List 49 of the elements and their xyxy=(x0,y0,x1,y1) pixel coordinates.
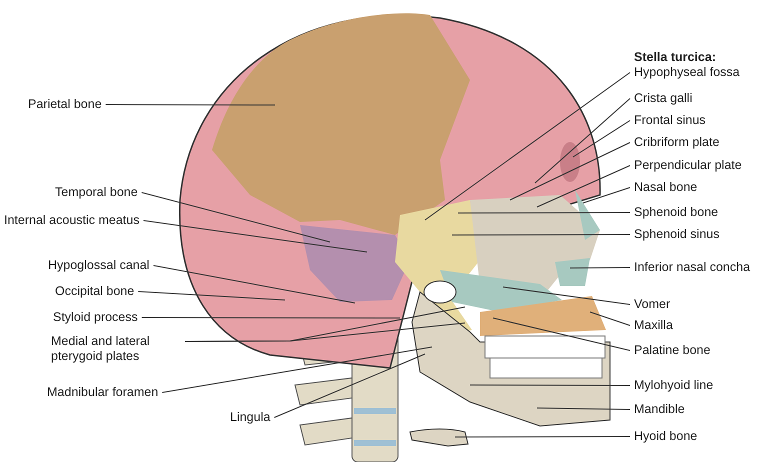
part-label: Temporal bone xyxy=(55,185,138,200)
leader-line xyxy=(536,165,630,208)
part-label: Lingula xyxy=(230,410,270,425)
leader-line xyxy=(424,72,630,220)
part-label: Mandible xyxy=(634,402,685,417)
leader-line xyxy=(536,408,630,410)
part-label: Crista galli xyxy=(634,91,692,106)
part-label: Internal acoustic meatus xyxy=(4,213,140,228)
leader-line xyxy=(534,98,630,184)
leader-line xyxy=(502,286,630,305)
leader-line xyxy=(572,120,630,158)
part-label: Vomer xyxy=(634,297,670,312)
leader-line xyxy=(570,267,630,268)
leader-line xyxy=(184,322,466,342)
leader-line xyxy=(458,212,630,214)
part-label: Sphenoid sinus xyxy=(634,227,720,242)
leader-line xyxy=(162,346,432,393)
part-label: Occipital bone xyxy=(55,284,134,299)
part-label: Hypophyseal fossa xyxy=(634,65,740,80)
leader-line xyxy=(105,104,276,106)
part-label: Madnibular foramen xyxy=(47,385,158,400)
part-label: Palatine bone xyxy=(634,343,710,358)
leader-line xyxy=(510,142,630,200)
part-label: Cribriform plate xyxy=(634,135,720,150)
leader-line xyxy=(582,187,630,204)
part-label: Sphenoid bone xyxy=(634,205,718,220)
part-label: Nasal bone xyxy=(634,180,698,195)
part-label: Medial and lateral pterygoid plates xyxy=(51,334,151,364)
part-label: Styloid process xyxy=(53,310,138,325)
leader-line xyxy=(454,436,630,438)
part-label: Maxilla xyxy=(634,318,673,333)
part-label: Hypoglossal canal xyxy=(48,258,150,273)
part-label: Inferior nasal concha xyxy=(634,260,750,275)
heading: Stella turcica: xyxy=(634,50,717,65)
leader-line xyxy=(274,354,426,418)
leader-line xyxy=(470,384,630,386)
leader-line xyxy=(143,220,368,252)
part-label: Frontal sinus xyxy=(634,113,706,128)
leader-line xyxy=(141,317,400,318)
part-label: Perpendicular plate xyxy=(634,158,742,173)
leader-line xyxy=(492,318,630,351)
part-label: Mylohyoid line xyxy=(634,378,714,393)
part-label: Hyoid bone xyxy=(634,429,698,444)
leader-line xyxy=(452,234,630,236)
leader-line xyxy=(141,192,330,242)
leader-line xyxy=(153,265,356,304)
leader-line xyxy=(138,291,286,300)
leader-line xyxy=(590,312,630,326)
part-label: Parietal bone xyxy=(28,97,102,112)
